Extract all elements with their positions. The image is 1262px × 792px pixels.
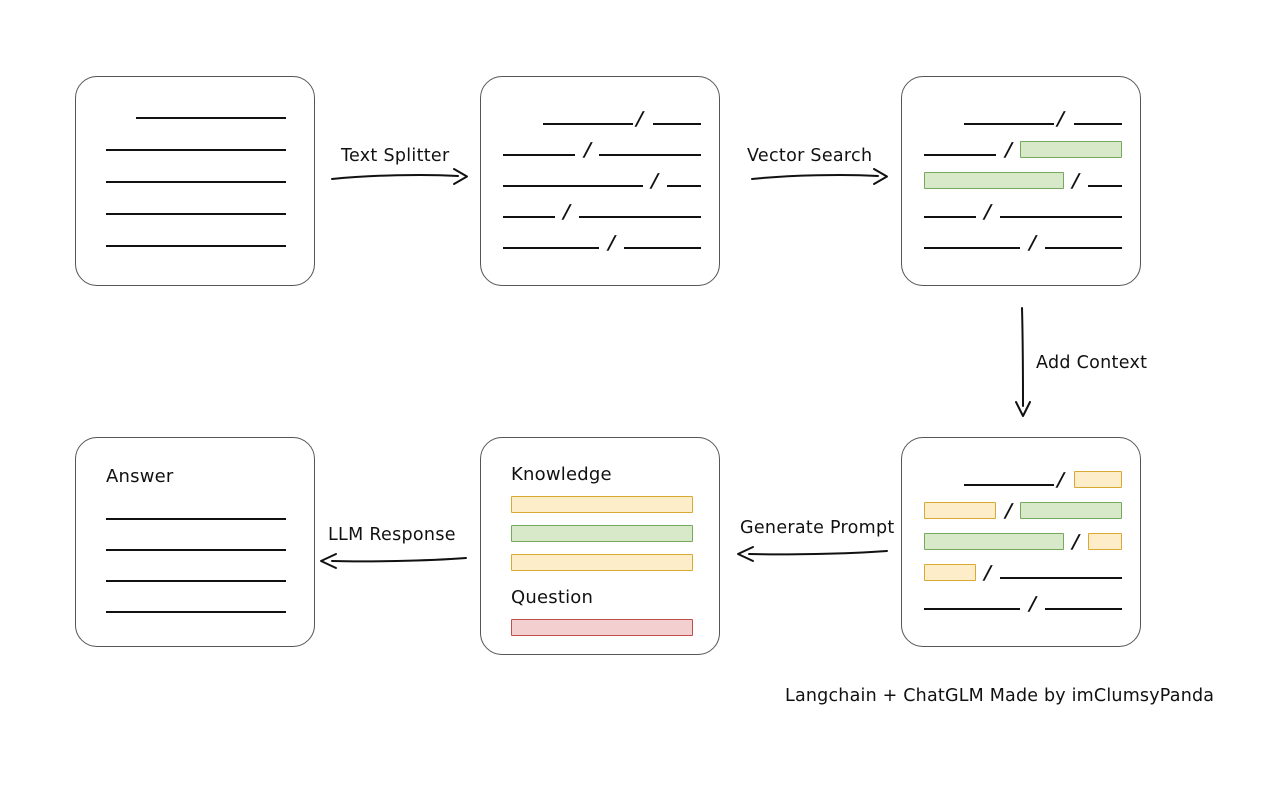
vector-chunk-text-line: [924, 216, 976, 218]
source-document-text-line: [106, 213, 286, 215]
context-chunk-highlight-green[interactable]: [924, 533, 1064, 550]
split-chunk-text-line: [599, 154, 701, 156]
knowledge-bar-green[interactable]: [511, 525, 693, 542]
context-chunk-text-line: [1045, 608, 1122, 610]
vector-chunk-text-line: [924, 247, 1020, 249]
knowledge-bar-yellow[interactable]: [511, 554, 693, 571]
answer-box[interactable]: Answer: [75, 437, 315, 647]
question-heading: Question: [511, 587, 594, 608]
split-chunks-box[interactable]: / / / / /: [480, 76, 720, 286]
answer-text-line: [106, 518, 286, 520]
edge-label-vector-search: Vector Search: [747, 146, 873, 166]
arrow-llm-response: [320, 553, 467, 569]
source-document-box[interactable]: [75, 76, 315, 286]
arrow-add-context: [1015, 307, 1031, 417]
answer-label: Answer: [106, 466, 174, 487]
vector-chunk-separator-slash: /: [981, 201, 994, 223]
vector-chunk-highlight-green[interactable]: [1020, 141, 1122, 158]
vector-chunk-text-line: [1074, 123, 1122, 125]
context-chunk-separator-slash: /: [1069, 531, 1082, 553]
context-added-chunks-box[interactable]: / / / / /: [901, 437, 1141, 647]
diagram-caption: Langchain + ChatGLM Made by imClumsyPand…: [785, 686, 1215, 706]
edge-label-generate-prompt: Generate Prompt: [740, 518, 895, 538]
vector-chunk-separator-slash: /: [1026, 232, 1039, 254]
context-chunk-highlight-green[interactable]: [1020, 502, 1122, 519]
split-chunk-text-line: [667, 185, 701, 187]
answer-text-line: [106, 611, 286, 613]
vector-matched-chunks-box[interactable]: / / / / /: [901, 76, 1141, 286]
context-chunk-separator-slash: /: [981, 562, 994, 584]
context-chunk-highlight-yellow[interactable]: [1088, 533, 1122, 550]
split-chunk-separator-slash: /: [560, 201, 573, 223]
split-chunk-text-line: [503, 247, 599, 249]
knowledge-heading: Knowledge: [511, 464, 612, 485]
split-chunk-text-line: [503, 154, 575, 156]
context-chunk-text-line: [1000, 577, 1122, 579]
edge-label-llm-response: LLM Response: [328, 525, 456, 545]
split-chunk-text-line: [653, 123, 701, 125]
context-chunk-text-line: [964, 484, 1054, 486]
source-document-text-line: [136, 117, 286, 119]
split-chunk-separator-slash: /: [581, 139, 594, 161]
vector-chunk-separator-slash: /: [1002, 139, 1015, 161]
split-chunk-separator-slash: /: [648, 170, 661, 192]
vector-chunk-highlight-green[interactable]: [924, 172, 1064, 189]
split-chunk-separator-slash: /: [633, 108, 646, 130]
arrow-generate-prompt: [737, 546, 888, 562]
split-chunk-text-line: [579, 216, 701, 218]
split-chunk-text-line: [503, 216, 555, 218]
edge-label-text-splitter: Text Splitter: [341, 146, 450, 166]
split-chunk-separator-slash: /: [605, 232, 618, 254]
context-chunk-highlight-yellow[interactable]: [1074, 471, 1122, 488]
source-document-text-line: [106, 181, 286, 183]
vector-chunk-text-line: [1000, 216, 1122, 218]
source-document-text-line: [106, 245, 286, 247]
answer-text-line: [106, 580, 286, 582]
split-chunk-text-line: [503, 185, 643, 187]
split-chunk-text-line: [624, 247, 701, 249]
question-bar-red[interactable]: [511, 619, 693, 636]
context-chunk-separator-slash: /: [1054, 469, 1067, 491]
arrow-text-splitter: [331, 168, 468, 185]
vector-chunk-separator-slash: /: [1069, 170, 1082, 192]
context-chunk-text-line: [924, 608, 1020, 610]
context-chunk-separator-slash: /: [1026, 593, 1039, 615]
source-document-text-line: [106, 149, 286, 151]
vector-chunk-text-line: [924, 154, 996, 156]
vector-chunk-separator-slash: /: [1054, 108, 1067, 130]
vector-chunk-text-line: [1088, 185, 1122, 187]
arrow-vector-search: [751, 168, 888, 185]
context-chunk-highlight-yellow[interactable]: [924, 502, 996, 519]
vector-chunk-text-line: [1045, 247, 1122, 249]
vector-chunk-text-line: [964, 123, 1054, 125]
split-chunk-text-line: [543, 123, 633, 125]
knowledge-bar-yellow[interactable]: [511, 496, 693, 513]
answer-text-line: [106, 549, 286, 551]
edge-label-add-context: Add Context: [1036, 353, 1148, 373]
context-chunk-highlight-yellow[interactable]: [924, 564, 976, 581]
context-chunk-separator-slash: /: [1002, 500, 1015, 522]
